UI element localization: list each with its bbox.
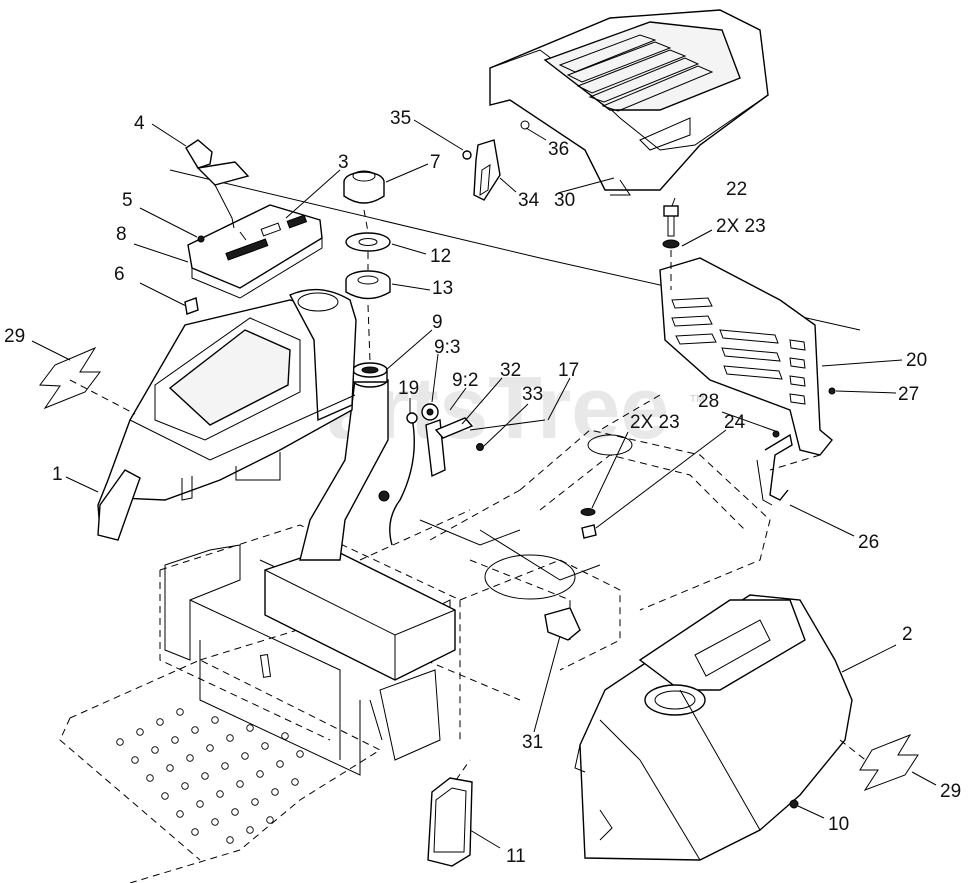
label-2: 2 bbox=[902, 624, 913, 645]
washer-23-top bbox=[662, 239, 680, 249]
cover-vents bbox=[558, 34, 714, 112]
label-27: 27 bbox=[898, 384, 919, 405]
label-5: 5 bbox=[122, 190, 133, 211]
throttle-lever-4 bbox=[185, 139, 250, 229]
nut-6 bbox=[184, 297, 199, 315]
bolt-22 bbox=[663, 205, 679, 237]
label-11: 11 bbox=[506, 846, 526, 867]
screw-28 bbox=[772, 430, 780, 438]
trademark-mark: TM bbox=[690, 394, 704, 405]
label-20: 20 bbox=[906, 350, 927, 371]
fuel-line-clip bbox=[378, 490, 390, 502]
fender-console-2 bbox=[574, 594, 853, 861]
washer-23-mid bbox=[580, 508, 596, 516]
label-24: 24 bbox=[724, 412, 746, 433]
label-7: 7 bbox=[430, 152, 441, 173]
label-29-right: 29 bbox=[940, 781, 961, 802]
decal-29-left bbox=[39, 346, 101, 410]
screw-33 bbox=[476, 443, 484, 451]
label-3: 3 bbox=[338, 152, 349, 173]
fuel-line-clamp bbox=[406, 412, 418, 424]
fuel-cap-7 bbox=[343, 170, 385, 204]
label-2x23-top: 2X 23 bbox=[716, 216, 766, 237]
leader-lines bbox=[31, 119, 937, 849]
dashed-guides bbox=[69, 209, 869, 781]
label-8: 8 bbox=[116, 224, 127, 245]
floor-pan-holes bbox=[116, 708, 304, 844]
label-4: 4 bbox=[134, 113, 145, 134]
rear-panel-20 bbox=[659, 257, 833, 456]
label-19: 19 bbox=[398, 378, 419, 399]
fender-console-1 bbox=[97, 288, 357, 541]
rear-panel-slots bbox=[671, 297, 806, 405]
label-35: 35 bbox=[390, 108, 411, 129]
grommet-13 bbox=[345, 270, 391, 300]
label-28: 28 bbox=[698, 391, 719, 412]
label-12: 12 bbox=[430, 246, 451, 267]
seat-pan-cover-30 bbox=[489, 9, 769, 196]
label-9: 9 bbox=[432, 312, 443, 333]
fuel-valve-9-3 bbox=[421, 403, 439, 421]
label-2x23-mid: 2X 23 bbox=[630, 412, 680, 433]
handle-26 bbox=[764, 433, 793, 501]
screw-5 bbox=[197, 235, 205, 243]
label-1: 1 bbox=[52, 464, 63, 485]
control-panel-8 bbox=[187, 204, 323, 299]
label-22: 22 bbox=[726, 179, 747, 200]
bolt-24 bbox=[581, 524, 597, 539]
screw-27 bbox=[828, 387, 836, 395]
fuel-tank-9 bbox=[299, 362, 389, 561]
label-6: 6 bbox=[114, 264, 125, 285]
label-26: 26 bbox=[858, 532, 879, 553]
label-36: 36 bbox=[548, 139, 569, 160]
label-9-2: 9:2 bbox=[452, 370, 478, 391]
washer-12 bbox=[345, 232, 391, 252]
fuel-line-19 bbox=[389, 417, 415, 546]
label-10: 10 bbox=[828, 814, 849, 835]
pedal-pad-11 bbox=[427, 777, 473, 867]
label-29-left: 29 bbox=[4, 326, 25, 347]
label-30: 30 bbox=[554, 190, 575, 211]
bracket-31 bbox=[544, 607, 581, 641]
label-17: 17 bbox=[558, 360, 579, 381]
handle-26-inner bbox=[756, 459, 773, 506]
latch-34 bbox=[473, 139, 501, 201]
label-32: 32 bbox=[500, 360, 521, 381]
label-9-3: 9:3 bbox=[434, 337, 460, 358]
label-33: 33 bbox=[522, 384, 543, 405]
cable-17-end bbox=[469, 419, 546, 431]
callout-labels: 4 35 36 3 7 34 30 5 8 22 2X 23 12 6 13 2… bbox=[4, 108, 961, 867]
screw-10 bbox=[789, 799, 799, 809]
screw-35 bbox=[462, 150, 472, 160]
label-31: 31 bbox=[522, 732, 543, 753]
label-34: 34 bbox=[518, 190, 540, 211]
label-13: 13 bbox=[432, 278, 453, 299]
decal-29-right bbox=[859, 733, 919, 792]
